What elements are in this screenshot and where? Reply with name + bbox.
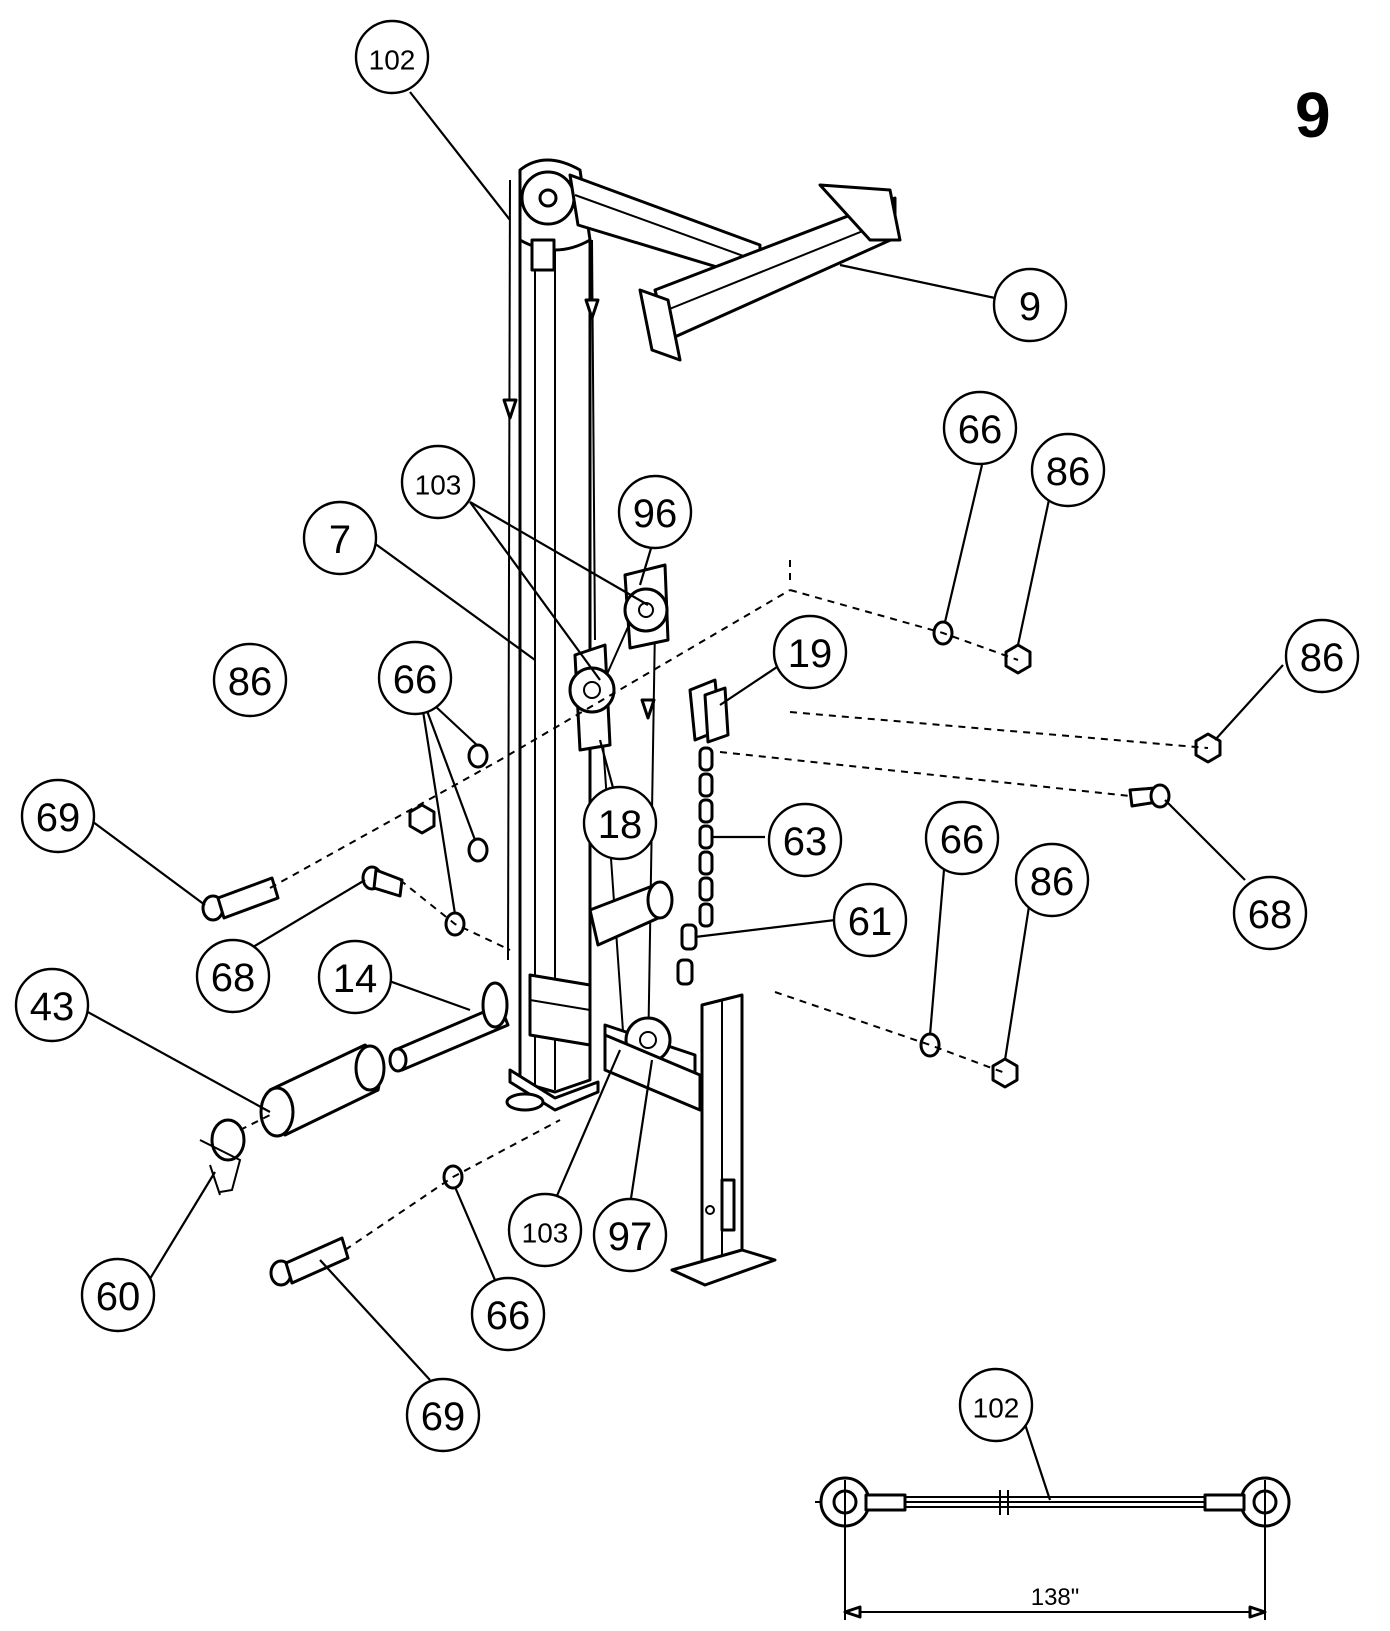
callout-label: 9 — [1019, 285, 1041, 329]
spring-pin — [199, 1118, 246, 1196]
callout-86-lower-right: 86 — [1014, 842, 1090, 918]
snap-link — [676, 923, 698, 986]
callout-label: 102 — [973, 1393, 1020, 1424]
callout-68-left: 68 — [195, 938, 271, 1014]
callout-61: 61 — [832, 882, 908, 958]
callout-label: 68 — [211, 956, 256, 1000]
nuts-86 — [408, 643, 1222, 1089]
callout-label: 43 — [30, 985, 75, 1029]
bolt-68-left — [361, 865, 404, 898]
callout-69-upper: 69 — [20, 778, 96, 854]
callout-43: 43 — [14, 967, 90, 1043]
callout-60: 60 — [80, 1257, 156, 1333]
callout-9: 9 — [992, 267, 1068, 343]
assembly-axis-lines — [239, 560, 1209, 1251]
callout-label: 60 — [96, 1275, 141, 1319]
callout-66-bottom: 66 — [470, 1276, 546, 1352]
callout-103-lower: 103 — [507, 1192, 583, 1268]
callout-97: 97 — [592, 1197, 668, 1273]
callout-66-upper-right: 66 — [942, 390, 1018, 466]
callout-label: 102 — [369, 45, 416, 76]
chain-bracket — [688, 678, 730, 744]
bolt-69-lower — [269, 1236, 350, 1287]
callout-label: 86 — [228, 660, 273, 704]
step-number: 9 — [1295, 79, 1331, 151]
callout-66-left: 66 — [377, 640, 453, 716]
cable-length-label: 138" — [1031, 1584, 1080, 1611]
callout-label: 86 — [1300, 636, 1345, 680]
callout-label: 66 — [940, 818, 985, 862]
callout-label: 86 — [1046, 450, 1091, 494]
callout-label: 66 — [486, 1294, 531, 1338]
callout-label: 19 — [788, 632, 833, 676]
shaft-tube — [388, 880, 674, 1073]
callout-label: 18 — [598, 803, 643, 847]
callout-label: 14 — [333, 957, 378, 1001]
callout-102-detail: 102 — [958, 1367, 1034, 1443]
callout-86-right: 86 — [1284, 618, 1360, 694]
callout-14: 14 — [317, 939, 393, 1015]
callout-66-right: 66 — [924, 800, 1000, 876]
callout-86-upper-right: 86 — [1030, 432, 1106, 508]
callout-7: 7 — [302, 500, 378, 576]
cable-detail — [815, 1476, 1291, 1620]
upright-post — [505, 228, 600, 1112]
callout-19: 19 — [772, 614, 848, 690]
leader-lines — [74, 91, 1284, 1501]
callout-103-upper: 103 — [400, 444, 476, 520]
callout-label: 86 — [1030, 860, 1075, 904]
chain — [698, 746, 714, 928]
pulley-97 — [603, 1016, 702, 1112]
rear-stand — [670, 993, 777, 1287]
callout-label: 61 — [848, 900, 893, 944]
callout-label: 69 — [36, 796, 81, 840]
callout-label: 69 — [421, 1395, 466, 1439]
pulley-96 — [623, 563, 670, 650]
callout-68-right: 68 — [1232, 875, 1308, 951]
callout-label: 103 — [522, 1218, 569, 1249]
washers-66 — [442, 620, 954, 1190]
bolt-68-right — [1128, 783, 1171, 809]
top-arm — [568, 173, 902, 362]
callout-96: 96 — [617, 474, 693, 550]
callout-label: 97 — [608, 1215, 653, 1259]
roller-pad — [259, 1043, 386, 1138]
callout-label: 63 — [783, 820, 828, 864]
callout-102-top: 102 — [354, 19, 430, 95]
pulley-18 — [568, 643, 616, 752]
bolt-69-upper — [201, 876, 280, 922]
callout-label: 7 — [329, 518, 351, 562]
callout-label: 66 — [958, 408, 1003, 452]
callout-label: 96 — [633, 492, 678, 536]
callout-63: 63 — [767, 802, 843, 878]
callout-69-bottom: 69 — [405, 1377, 481, 1453]
callout-18: 18 — [582, 785, 658, 861]
callout-label: 68 — [1248, 893, 1293, 937]
callout-label: 103 — [415, 470, 462, 501]
callout-86-left: 86 — [212, 642, 288, 718]
callout-label: 66 — [393, 658, 438, 702]
